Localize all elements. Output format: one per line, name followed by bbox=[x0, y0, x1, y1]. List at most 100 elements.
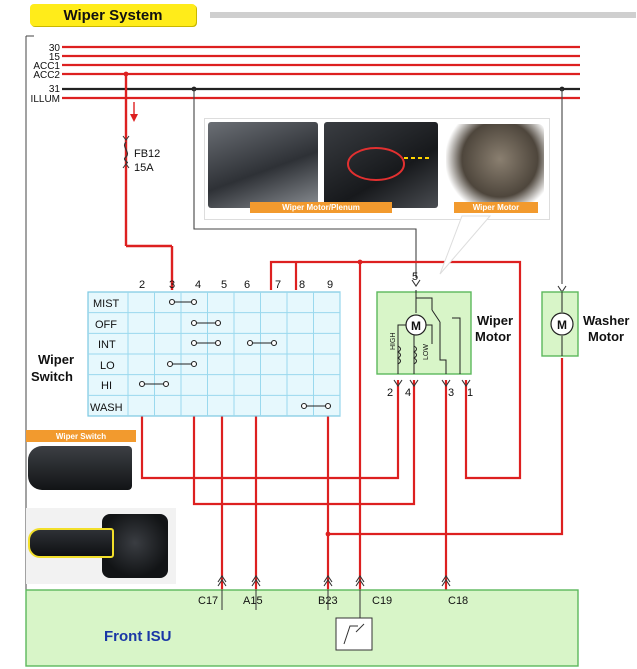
caption-motor: Wiper Motor bbox=[454, 202, 538, 213]
motor-pin-label: 5 bbox=[412, 271, 418, 283]
contact-node bbox=[166, 360, 174, 368]
switch-label: Switch bbox=[31, 369, 73, 384]
isu-relay-arm bbox=[355, 623, 365, 633]
contact-node bbox=[300, 402, 308, 410]
contact-node bbox=[138, 380, 146, 388]
motor-symbol-letter: M bbox=[411, 319, 421, 333]
fuse-terminals bbox=[122, 135, 130, 169]
switch-assembly-stalk bbox=[28, 528, 114, 558]
high-winding bbox=[397, 345, 401, 365]
isu-pin-label: A15 bbox=[243, 595, 263, 607]
current-arrow-head bbox=[130, 114, 138, 122]
isu-relay bbox=[221, 590, 373, 651]
motor-lead bbox=[416, 297, 433, 310]
switch-pin-label: 7 bbox=[275, 279, 281, 291]
car-hood-photo bbox=[208, 122, 318, 208]
washer-motor-label: Motor bbox=[588, 329, 624, 344]
switch-pin-labels: 2 3 4 5 6 7 8 9 bbox=[139, 279, 333, 291]
switch-pin-label: 6 bbox=[244, 279, 250, 291]
contact-node bbox=[214, 339, 222, 347]
washer-motor: M Washer Motor bbox=[541, 291, 629, 357]
caption-mounting: Wiper Motor/Plenum bbox=[250, 202, 392, 213]
rail-label: ACC2 bbox=[33, 70, 60, 81]
splice-dots bbox=[325, 259, 363, 537]
wiper-motor: 5 M HIGH LOW 2 4 3 1 bbox=[376, 271, 513, 399]
fuse-name: FB12 bbox=[134, 148, 160, 160]
plenum-highlight bbox=[347, 147, 432, 181]
pin-arrow bbox=[355, 575, 365, 587]
park-switch bbox=[431, 309, 441, 323]
fuse-symbol bbox=[123, 141, 129, 164]
isu-pin-label: C17 bbox=[198, 595, 218, 607]
fuse-rating: 15A bbox=[134, 162, 154, 174]
wiper-motor-photo bbox=[446, 124, 544, 202]
pin-arrow bbox=[557, 285, 567, 293]
pin-arrow bbox=[251, 575, 261, 587]
contact-node bbox=[168, 298, 176, 306]
motor-pin-label: 1 bbox=[467, 387, 473, 399]
wire-washer-feed bbox=[328, 358, 564, 536]
isu-pin-label: C19 bbox=[372, 595, 392, 607]
contact-node bbox=[246, 339, 254, 347]
low-winding bbox=[413, 345, 417, 365]
wire-31-motor bbox=[193, 89, 417, 278]
switch-mode-label: MIST bbox=[93, 298, 120, 310]
washer-motor-label: Washer bbox=[583, 313, 629, 328]
wiper-motor-box bbox=[376, 291, 472, 375]
callout-pointer bbox=[439, 215, 492, 275]
wiper-switch: 2 3 4 5 6 7 8 9 MIST OFF INT LO HI WASH bbox=[31, 279, 341, 417]
rail-label: ACC1 bbox=[33, 61, 60, 72]
rail-labels: 30 15 ACC1 ACC2 31 ILLUM bbox=[31, 43, 61, 105]
contact-node bbox=[214, 319, 222, 327]
switch-pin-label: 3 bbox=[169, 279, 175, 291]
pin-arrow bbox=[217, 575, 227, 587]
wiper-motor-internals bbox=[397, 290, 461, 374]
contact-node bbox=[190, 339, 198, 347]
switch-label: Wiper bbox=[38, 352, 74, 367]
switch-mode-label: LO bbox=[100, 360, 115, 372]
caption-switch: Wiper Switch bbox=[26, 430, 136, 442]
contact-node bbox=[324, 402, 332, 410]
switch-mode-labels: MIST OFF INT LO HI WASH bbox=[90, 298, 123, 414]
wiper-motor-symbol bbox=[405, 314, 427, 336]
power-wiring bbox=[140, 260, 564, 590]
contact-node bbox=[190, 360, 198, 368]
wiper-motor-label: Motor bbox=[475, 329, 511, 344]
motor-photo-callout bbox=[439, 215, 492, 275]
motor-pin-label: 3 bbox=[448, 387, 454, 399]
switch-contacts bbox=[138, 298, 332, 410]
front-isu: C17 A15 B23 C19 C18 Front ISU bbox=[25, 589, 579, 667]
contact-node bbox=[190, 298, 198, 306]
motor-bottom-pins: 2 4 3 1 bbox=[387, 387, 473, 399]
switch-grid-lines bbox=[88, 292, 341, 416]
junction-dot bbox=[325, 531, 331, 537]
diagram-title: Wiper System bbox=[30, 4, 196, 26]
rail-label: 31 bbox=[49, 84, 61, 95]
fuse-feed: FB12 15A bbox=[122, 71, 174, 290]
pin-arrow bbox=[441, 575, 451, 587]
pin-arrow bbox=[441, 379, 451, 387]
supply-rails bbox=[62, 45, 580, 100]
wire-pin2-motor2 bbox=[140, 380, 400, 480]
pin-arrow bbox=[393, 379, 403, 387]
rail-label: 15 bbox=[49, 52, 61, 63]
winding-label: LOW bbox=[423, 344, 430, 360]
highlight-ring bbox=[347, 147, 405, 181]
low-lead bbox=[426, 324, 433, 344]
rail-label: ILLUM bbox=[31, 94, 60, 105]
motor-pin-label: 2 bbox=[387, 387, 393, 399]
wiper-motor-label: Wiper bbox=[477, 313, 513, 328]
pin-arrow bbox=[409, 379, 419, 387]
switch-mode-label: HI bbox=[101, 380, 112, 392]
switch-mode-label: OFF bbox=[95, 319, 117, 331]
wire-pin7-motor1 bbox=[269, 260, 522, 480]
switch-pin-label: 2 bbox=[139, 279, 145, 291]
wire-pin4-motor4 bbox=[192, 380, 416, 506]
park-lead bbox=[439, 322, 447, 374]
pin-arrow bbox=[411, 279, 421, 287]
washer-motor-symbol bbox=[550, 312, 574, 336]
isu-box bbox=[25, 589, 579, 667]
motor-pin-label: 4 bbox=[405, 387, 411, 399]
